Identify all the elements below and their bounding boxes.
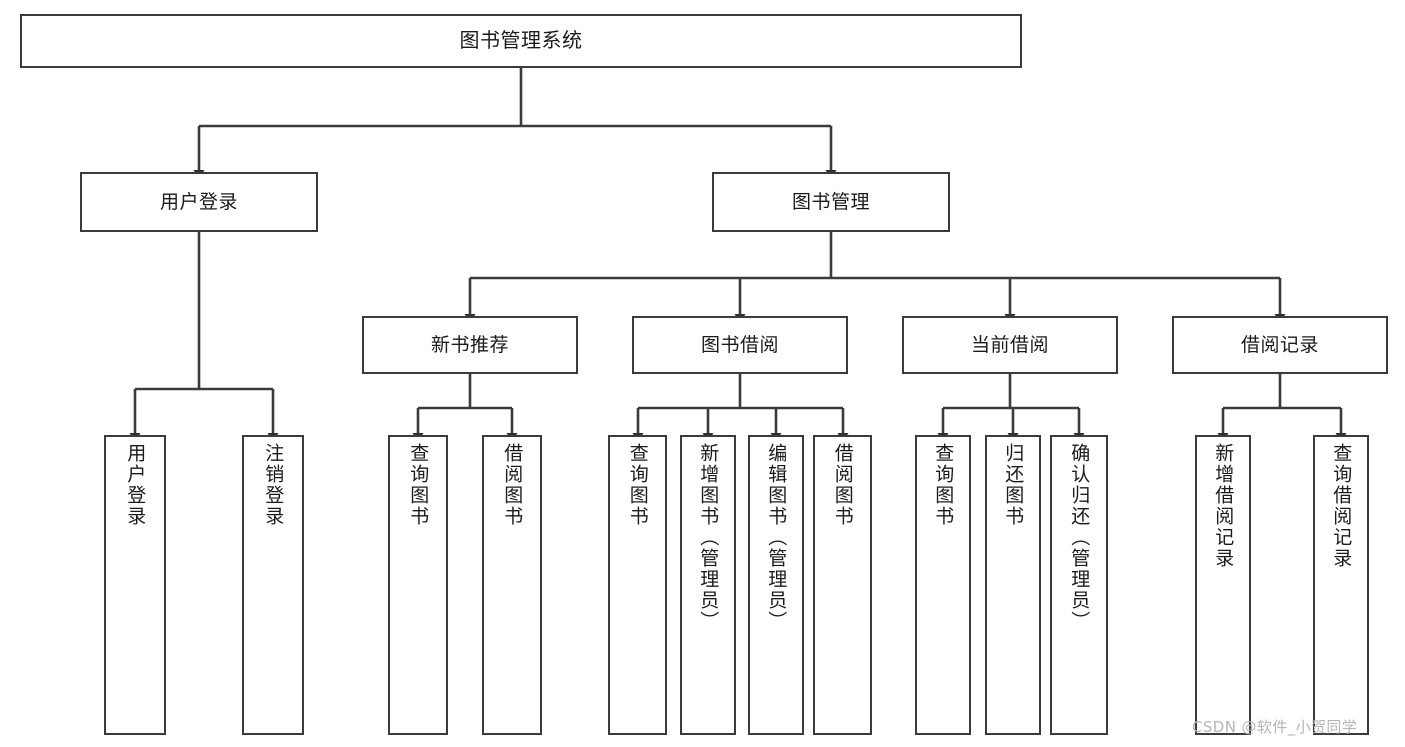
node-logout-label: 注销登录 — [262, 443, 285, 527]
node-loan-records[interactable]: 借阅记录 — [1172, 316, 1388, 374]
node-borrow-book-recommend-label: 借阅图书 — [501, 443, 524, 527]
node-user-login-l1[interactable]: 用户登录 — [80, 172, 318, 232]
node-root-label: 图书管理系统 — [459, 28, 583, 53]
node-confirm-return-admin[interactable]: 确认归还（管理员） — [1050, 435, 1108, 735]
node-borrow-book-borrowing-label: 借阅图书 — [831, 443, 854, 527]
node-borrow-book-recommend[interactable]: 借阅图书 — [482, 435, 542, 735]
node-add-loan-record-label: 新增借阅记录 — [1212, 443, 1235, 569]
node-borrow-book-borrowing[interactable]: 借阅图书 — [813, 435, 872, 735]
node-user-login-leaf-label: 用户登录 — [124, 443, 147, 527]
node-query-loan-record-label: 查询借阅记录 — [1330, 443, 1353, 569]
node-user-login-leaf[interactable]: 用户登录 — [104, 435, 166, 735]
node-query-book-current-label: 查询图书 — [932, 443, 955, 527]
node-query-loan-record[interactable]: 查询借阅记录 — [1313, 435, 1369, 735]
node-edit-book-admin-label: 编辑图书（管理员） — [765, 443, 788, 632]
node-return-book-label: 归还图书 — [1002, 443, 1025, 527]
node-query-book-recommend[interactable]: 查询图书 — [388, 435, 448, 735]
node-book-management-label: 图书管理 — [791, 190, 870, 213]
node-user-login-l1-label: 用户登录 — [159, 190, 238, 213]
node-confirm-return-admin-label: 确认归还（管理员） — [1068, 443, 1091, 632]
node-loan-records-label: 借阅记录 — [1240, 333, 1319, 356]
csdn-watermark: CSDN @软件_小贺同学 — [1192, 718, 1358, 736]
node-query-book-recommend-label: 查询图书 — [407, 443, 430, 527]
node-book-borrowing[interactable]: 图书借阅 — [632, 316, 848, 374]
node-new-book-recommend-label: 新书推荐 — [430, 333, 509, 356]
node-current-loans[interactable]: 当前借阅 — [902, 316, 1118, 374]
node-query-book-borrowing-label: 查询图书 — [626, 443, 649, 527]
node-current-loans-label: 当前借阅 — [970, 333, 1049, 356]
node-edit-book-admin[interactable]: 编辑图书（管理员） — [748, 435, 804, 735]
node-logout[interactable]: 注销登录 — [242, 435, 304, 735]
node-new-book-recommend[interactable]: 新书推荐 — [362, 316, 578, 374]
node-book-borrowing-label: 图书借阅 — [700, 333, 779, 356]
node-return-book[interactable]: 归还图书 — [985, 435, 1041, 735]
node-add-loan-record[interactable]: 新增借阅记录 — [1195, 435, 1251, 735]
node-add-book-admin[interactable]: 新增图书（管理员） — [680, 435, 736, 735]
node-book-management[interactable]: 图书管理 — [712, 172, 950, 232]
node-query-book-borrowing[interactable]: 查询图书 — [608, 435, 667, 735]
node-add-book-admin-label: 新增图书（管理员） — [697, 443, 720, 632]
node-root[interactable]: 图书管理系统 — [20, 14, 1022, 68]
node-query-book-current[interactable]: 查询图书 — [915, 435, 971, 735]
